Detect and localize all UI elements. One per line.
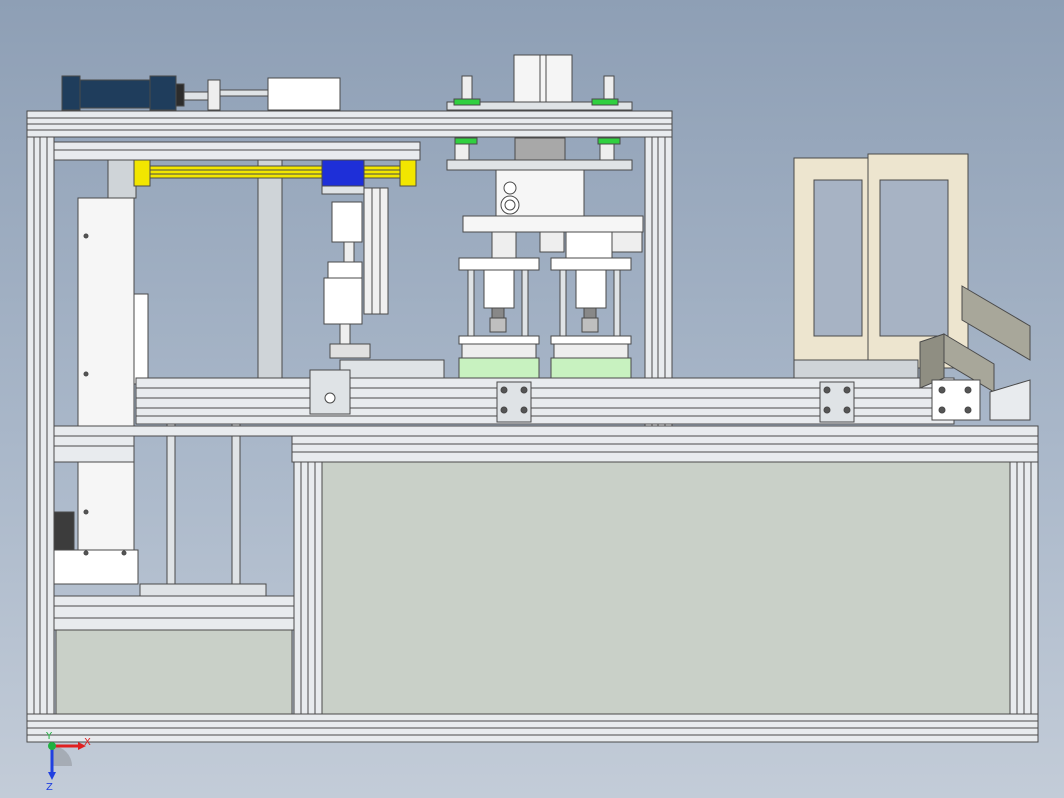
feed-plate xyxy=(339,359,445,379)
z-axis-label: Z xyxy=(46,782,53,793)
y-axis-label: Y xyxy=(45,731,53,742)
left-vertical-module xyxy=(53,197,149,585)
coordinate-triad: X Y Z xyxy=(45,731,91,793)
y-axis-dot xyxy=(48,742,56,750)
inner-top-rail xyxy=(53,141,421,161)
mid-frame-beam xyxy=(53,425,1039,463)
x-axis-label: X xyxy=(84,737,91,748)
gripper-assembly xyxy=(323,187,389,359)
guide-bracket xyxy=(107,159,137,199)
right-lower-column xyxy=(1009,461,1039,721)
left-frame-column xyxy=(26,136,55,721)
pneumatic-cylinder xyxy=(61,75,341,111)
top-frame-beam xyxy=(26,110,673,138)
yellow-linear-rail xyxy=(133,159,417,195)
conveyor-beam xyxy=(135,369,955,425)
lower-side-panel xyxy=(321,461,1011,715)
vertical-guide-post xyxy=(257,159,283,381)
press-top-block xyxy=(446,54,633,111)
beige-guard-frame xyxy=(793,153,969,379)
bottom-frame-beam xyxy=(26,713,1039,743)
support-rods xyxy=(139,377,267,597)
middle-lower-column xyxy=(293,461,323,721)
bent-bracket xyxy=(919,285,1031,421)
left-lower-shelf xyxy=(53,595,295,715)
blue-slider-block xyxy=(321,159,365,189)
press-station xyxy=(446,137,644,379)
